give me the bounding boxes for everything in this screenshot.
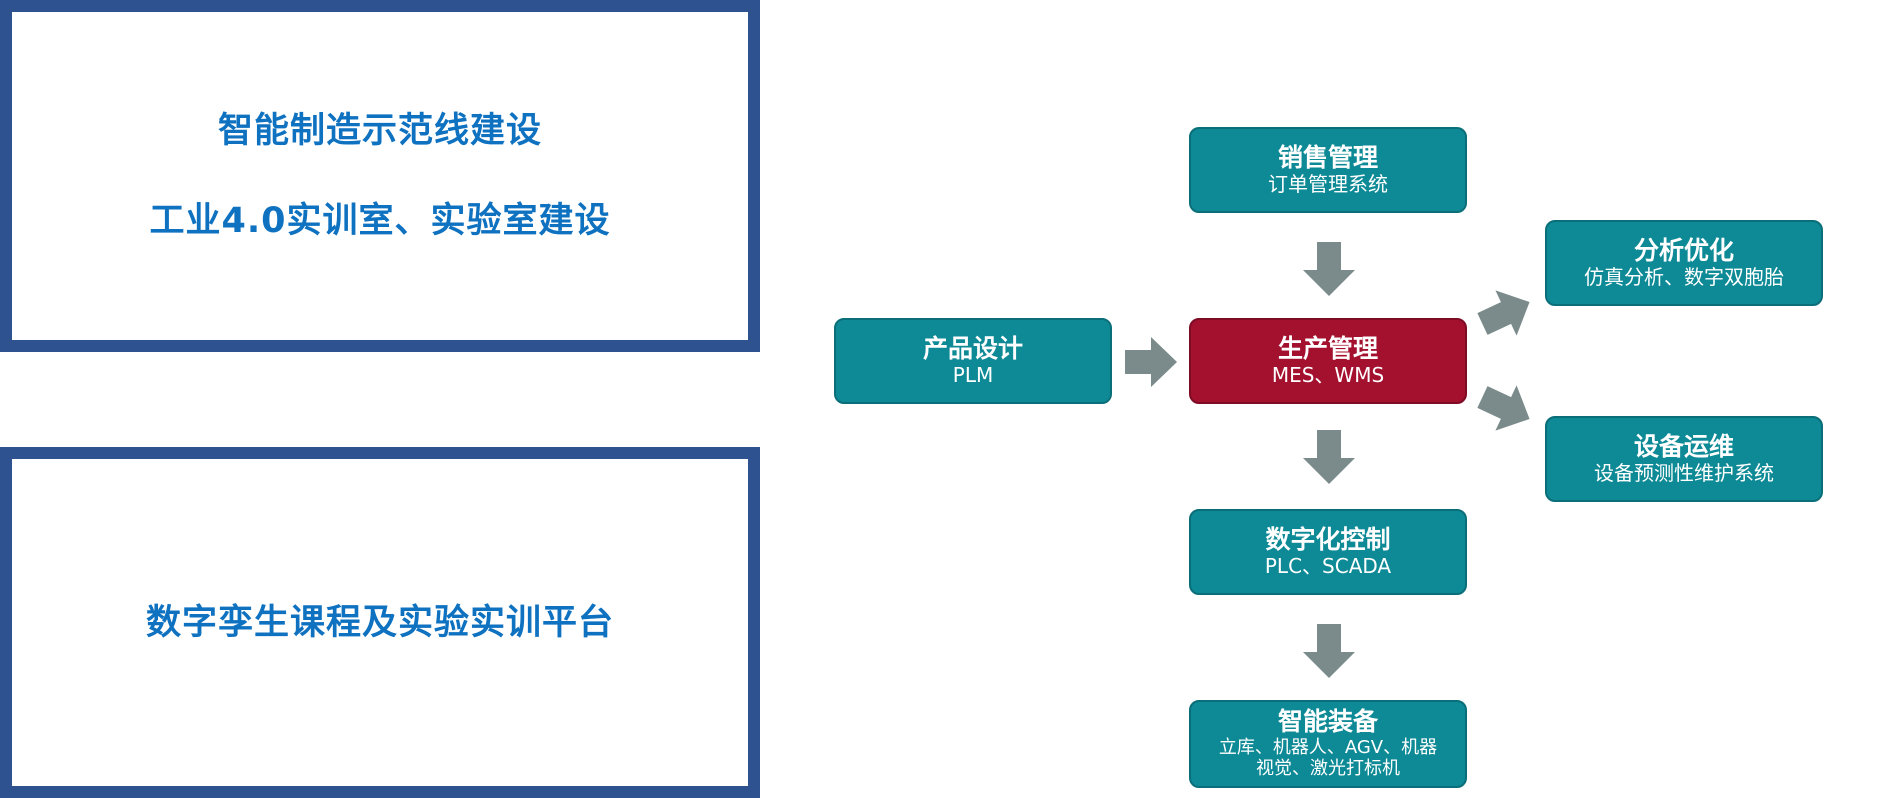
node-analysis-title: 分析优化 (1633, 235, 1734, 265)
node-sales-management: 销售管理 订单管理系统 (1189, 127, 1467, 213)
arrow-right-product-to-production (1125, 337, 1177, 387)
node-production-subtitle: MES、WMS (1271, 363, 1385, 388)
arrow-down-right-production-to-equipment (1477, 385, 1530, 431)
arrow-up-right-production-to-analysis (1477, 290, 1530, 336)
node-product-title: 产品设计 (922, 333, 1023, 363)
arrow-down-control-to-smart (1303, 624, 1355, 678)
node-product-design: 产品设计 PLM (834, 318, 1112, 404)
node-equipment-subtitle: 设备预测性维护系统 (1594, 461, 1774, 486)
node-sales-subtitle: 订单管理系统 (1268, 172, 1388, 197)
node-analysis-subtitle: 仿真分析、数字双胞胎 (1584, 265, 1784, 290)
node-analysis-optimization: 分析优化 仿真分析、数字双胞胎 (1545, 220, 1823, 306)
panel-top-line-2: 工业4.0实训室、实验室建设 (149, 201, 611, 241)
node-digital-control: 数字化控制 PLC、SCADA (1189, 509, 1467, 595)
node-production-title: 生产管理 (1277, 333, 1378, 363)
node-control-title: 数字化控制 (1265, 524, 1391, 554)
node-control-subtitle: PLC、SCADA (1264, 554, 1392, 579)
panel-top-line-1: 智能制造示范线建设 (217, 111, 542, 151)
node-equipment-title: 设备运维 (1633, 431, 1734, 461)
left-panel-top: 智能制造示范线建设 工业4.0实训室、实验室建设 (0, 0, 760, 352)
node-smart-subtitle-2: 视觉、激光打标机 (1256, 758, 1400, 780)
arrow-down-production-to-control (1303, 430, 1355, 484)
node-equipment-maintenance: 设备运维 设备预测性维护系统 (1545, 416, 1823, 502)
arrow-down-sales-to-production (1303, 242, 1355, 296)
node-product-subtitle: PLM (952, 363, 994, 388)
node-smart-subtitle-1: 立库、机器人、AGV、机器 (1218, 736, 1438, 758)
node-smart-title: 智能装备 (1277, 707, 1378, 737)
node-sales-title: 销售管理 (1277, 142, 1378, 172)
node-smart-equipment: 智能装备 立库、机器人、AGV、机器 视觉、激光打标机 (1189, 700, 1467, 788)
left-panel-bottom: 数字孪生课程及实验实训平台 (0, 447, 760, 798)
panel-bottom-line-1: 数字孪生课程及实验实训平台 (145, 602, 614, 643)
node-production-management: 生产管理 MES、WMS (1189, 318, 1467, 404)
